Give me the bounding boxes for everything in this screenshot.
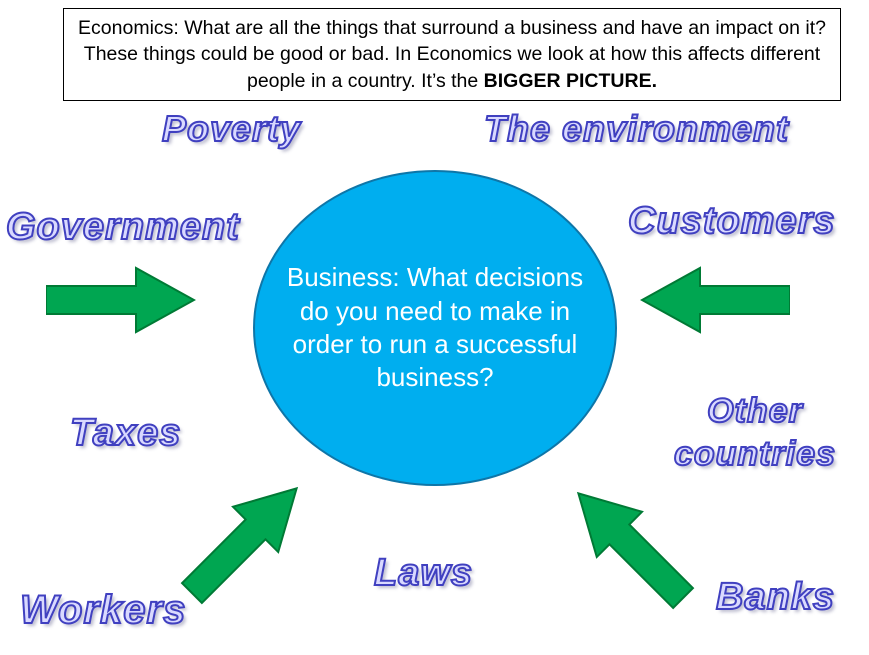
- business-question-text: Business: What decisions do you need to …: [285, 261, 585, 394]
- right-pointing-arrow-icon: [46, 266, 196, 334]
- up-left-diagonal-arrow-icon: [576, 491, 695, 610]
- economics-definition-text: Economics: What are all the things that …: [78, 17, 826, 92]
- label-laws: Laws: [373, 551, 474, 595]
- label-government: Government: [5, 205, 240, 249]
- business-question-body: What decisions do you need to make in or…: [292, 262, 584, 393]
- label-the-environment: The environment: [483, 107, 790, 150]
- business-ellipse: Business: What decisions do you need to …: [253, 170, 617, 486]
- up-right-diagonal-arrow-icon: [180, 486, 299, 605]
- label-other-countries-line2: countries: [673, 434, 837, 474]
- bigger-picture-bold-text: BIGGER PICTURE.: [483, 69, 658, 92]
- label-customers: Customers: [627, 199, 836, 243]
- business-question-lead: Business:: [286, 262, 407, 293]
- label-other-countries-line1: Other: [706, 391, 803, 431]
- label-poverty: Poverty: [161, 107, 302, 150]
- label-other-countries: Other countries: [655, 390, 855, 475]
- left-pointing-arrow-icon: [640, 266, 790, 334]
- label-taxes: Taxes: [69, 411, 182, 455]
- economics-definition-box: Economics: What are all the things that …: [63, 8, 841, 101]
- label-workers: Workers: [19, 587, 187, 633]
- label-banks: Banks: [715, 575, 836, 619]
